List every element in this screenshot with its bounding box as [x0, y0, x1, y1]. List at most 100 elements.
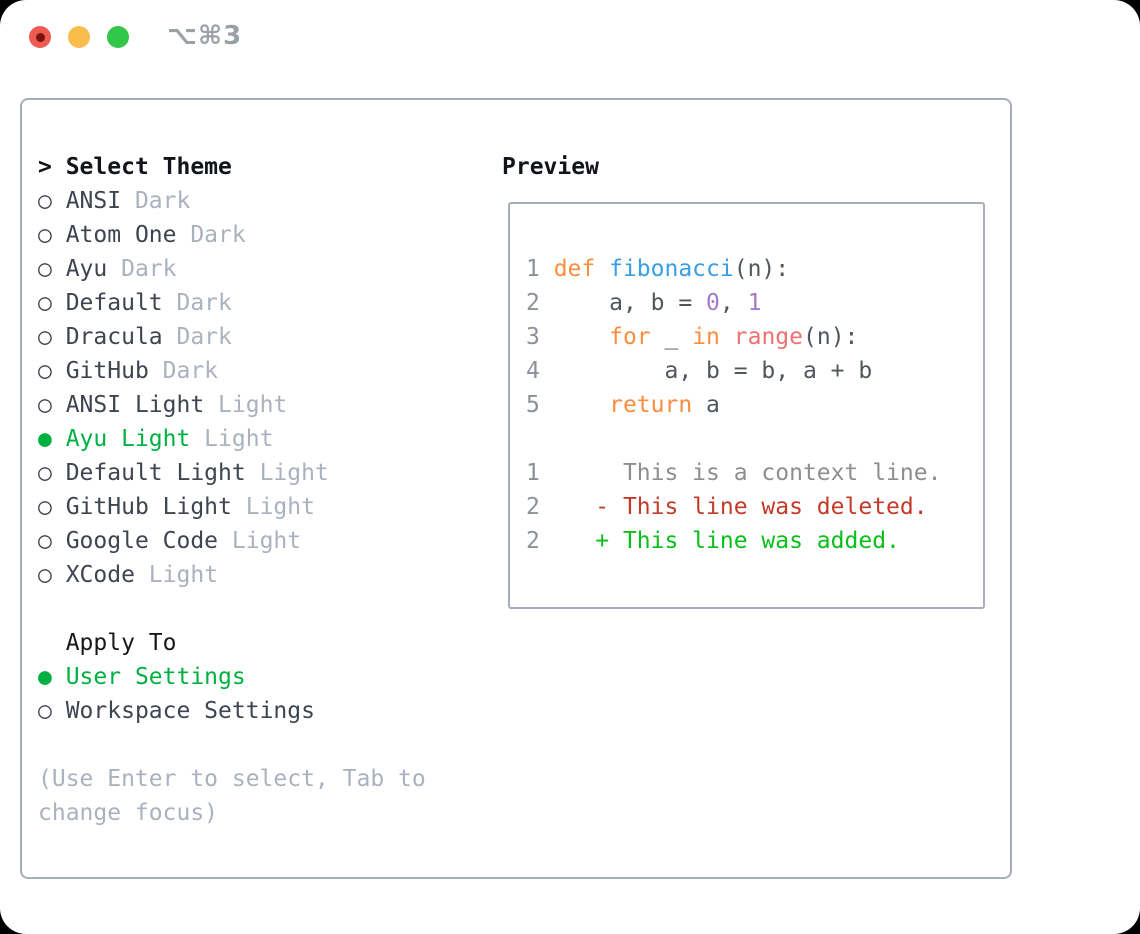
- theme-picker-panel: > Select Theme○ ANSI Dark○ Atom One Dark…: [20, 98, 1012, 879]
- theme-option[interactable]: ○ Dracula Dark: [38, 320, 448, 354]
- code-line: 2 - This line was deleted.: [526, 490, 983, 524]
- item-label: User Settings: [65, 664, 246, 690]
- apply-to-option[interactable]: ○ Workspace Settings: [38, 694, 448, 728]
- item-tag: Light: [245, 460, 329, 486]
- radio-icon: ○: [38, 324, 66, 350]
- window-title: ⌥⌘3: [167, 21, 243, 51]
- radio-icon: ○: [38, 290, 66, 316]
- radio-icon: ●: [38, 426, 66, 452]
- hint-text: (Use Enter to select, Tab to change focu…: [38, 766, 426, 826]
- item-tag: Light: [204, 392, 288, 418]
- apply-to-list: Apply To● User Settings○ Workspace Setti…: [38, 626, 448, 728]
- code-token-number: 0: [706, 290, 720, 316]
- item-label: ANSI Light: [65, 392, 205, 418]
- header-marker: [38, 630, 66, 656]
- code-token-fg: [720, 324, 734, 350]
- header-marker: >: [38, 154, 66, 180]
- minimize-button[interactable]: [68, 26, 90, 48]
- theme-option[interactable]: ○ ANSI Dark: [38, 184, 448, 218]
- theme-option[interactable]: ○ GitHub Light Light: [38, 490, 448, 524]
- theme-option[interactable]: ○ Ayu Dark: [38, 252, 448, 286]
- theme-option[interactable]: ○ GitHub Dark: [38, 354, 448, 388]
- line-number: 3: [526, 324, 554, 350]
- item-label: Atom One: [65, 222, 177, 248]
- code-line: 2 + This line was added.: [526, 524, 983, 558]
- item-tag: Dark: [176, 222, 246, 248]
- item-tag: Dark: [121, 188, 191, 214]
- zoom-button[interactable]: [107, 26, 129, 48]
- radio-icon: ○: [38, 222, 66, 248]
- item-label: GitHub: [65, 358, 149, 384]
- apply-to-option[interactable]: ● User Settings: [38, 660, 448, 694]
- code-token-fg: a: [692, 392, 720, 418]
- close-button[interactable]: [29, 26, 51, 48]
- theme-option[interactable]: ○ XCode Light: [38, 558, 448, 592]
- code-token-builtin: range: [733, 324, 803, 350]
- radio-icon: ●: [38, 664, 66, 690]
- theme-option[interactable]: ○ Atom One Dark: [38, 218, 448, 252]
- item-label: Default: [65, 290, 163, 316]
- code-line: 4 a, b = b, a + b: [526, 354, 983, 388]
- line-number: 2: [526, 494, 554, 520]
- radio-icon: ○: [38, 392, 66, 418]
- item-label: GitHub Light: [65, 494, 232, 520]
- code-token-fg: a, b = b, a + b: [553, 358, 873, 384]
- code-token-context: This is a context line.: [553, 460, 942, 486]
- code-token-deleted: - This line was deleted.: [553, 494, 928, 520]
- theme-option[interactable]: ○ Google Code Light: [38, 524, 448, 558]
- code-token-keyword: for: [553, 324, 651, 350]
- radio-icon: ○: [38, 460, 66, 486]
- code-token-fg: (n):: [803, 324, 859, 350]
- item-tag: Dark: [162, 290, 232, 316]
- item-tag: Dark: [162, 324, 232, 350]
- code-token-keyword: in: [692, 324, 720, 350]
- radio-icon: ○: [38, 256, 66, 282]
- theme-column: > Select Theme○ ANSI Dark○ Atom One Dark…: [38, 150, 448, 830]
- item-tag: Light: [218, 528, 302, 554]
- radio-icon: ○: [38, 562, 66, 588]
- item-tag: Light: [190, 426, 274, 452]
- item-label: XCode: [65, 562, 135, 588]
- radio-icon: ○: [38, 698, 66, 724]
- line-number: 5: [526, 392, 554, 418]
- item-label: Default Light: [65, 460, 246, 486]
- code-token-fg: (n):: [733, 256, 790, 282]
- line-number: 1: [526, 460, 554, 486]
- code-token-keyword: return: [553, 392, 693, 418]
- item-label: Ayu: [65, 256, 108, 282]
- theme-option[interactable]: ○ Default Light Light: [38, 456, 448, 490]
- item-label: Google Code: [65, 528, 219, 554]
- theme-option[interactable]: ● Ayu Light Light: [38, 422, 448, 456]
- code-line: 2 a, b = 0, 1: [526, 286, 983, 320]
- apply-to-heading: Apply To: [38, 626, 448, 660]
- line-number: [526, 426, 554, 452]
- radio-icon: ○: [38, 528, 66, 554]
- radio-icon: ○: [38, 494, 66, 520]
- preview-heading: Preview: [502, 154, 599, 180]
- spacer: [38, 592, 448, 626]
- item-tag: Light: [134, 562, 219, 588]
- line-number: 2: [526, 528, 554, 554]
- item-label: Dracula: [65, 324, 163, 350]
- code-line: 3 for _ in range(n):: [526, 320, 983, 354]
- close-dot-icon: [35, 32, 45, 42]
- theme-option[interactable]: ○ ANSI Light Light: [38, 388, 448, 422]
- code-token-fg: ,: [719, 290, 748, 316]
- item-label: ANSI: [65, 188, 122, 214]
- line-number: 1: [526, 256, 554, 282]
- code-line: [526, 422, 983, 456]
- code-token-entity: fibonacci: [609, 256, 734, 282]
- code-token-added: + This line was added.: [553, 528, 900, 554]
- code-token-fg: _: [650, 324, 693, 350]
- code-token-keyword: def: [553, 256, 610, 282]
- item-label: Workspace Settings: [65, 698, 315, 724]
- theme-option[interactable]: ○ Default Dark: [38, 286, 448, 320]
- theme-list: > Select Theme○ ANSI Dark○ Atom One Dark…: [38, 150, 448, 592]
- code-line: 1 def fibonacci(n):: [526, 252, 983, 286]
- item-label: Select Theme: [65, 154, 232, 180]
- item-tag: Dark: [107, 256, 177, 282]
- item-tag: Light: [231, 494, 315, 520]
